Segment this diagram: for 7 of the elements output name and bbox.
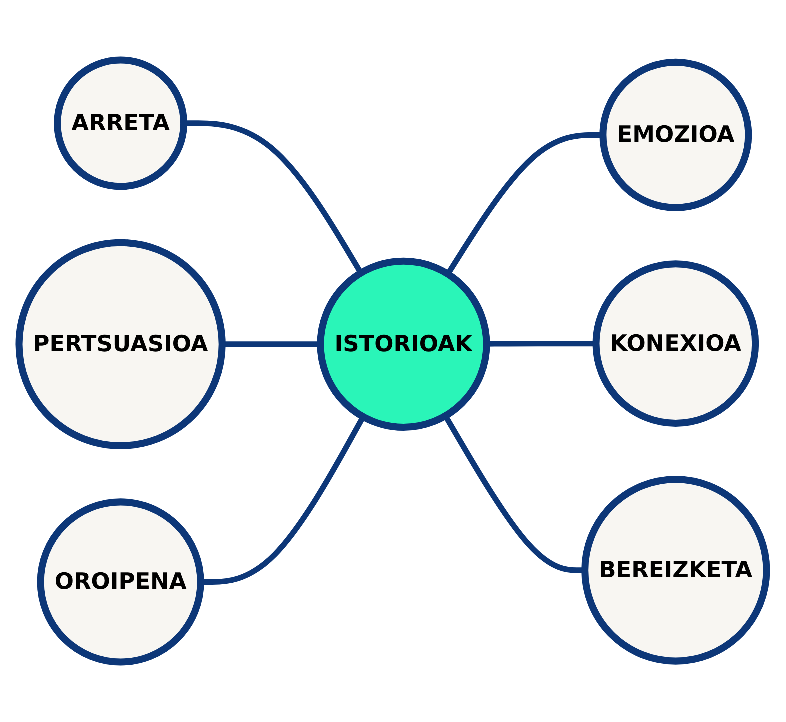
node-circle: EMOZIOA bbox=[600, 58, 752, 212]
node-circle: ARRETA bbox=[54, 56, 188, 190]
node-circle: OROIPENA bbox=[37, 498, 204, 666]
node-circle: ISTORIOAK bbox=[317, 258, 490, 431]
node-circle: KONEXIOA bbox=[592, 260, 760, 427]
node-circle: BEREIZKETA bbox=[582, 476, 770, 665]
node-circle: PERTSUASIOA bbox=[16, 239, 226, 450]
